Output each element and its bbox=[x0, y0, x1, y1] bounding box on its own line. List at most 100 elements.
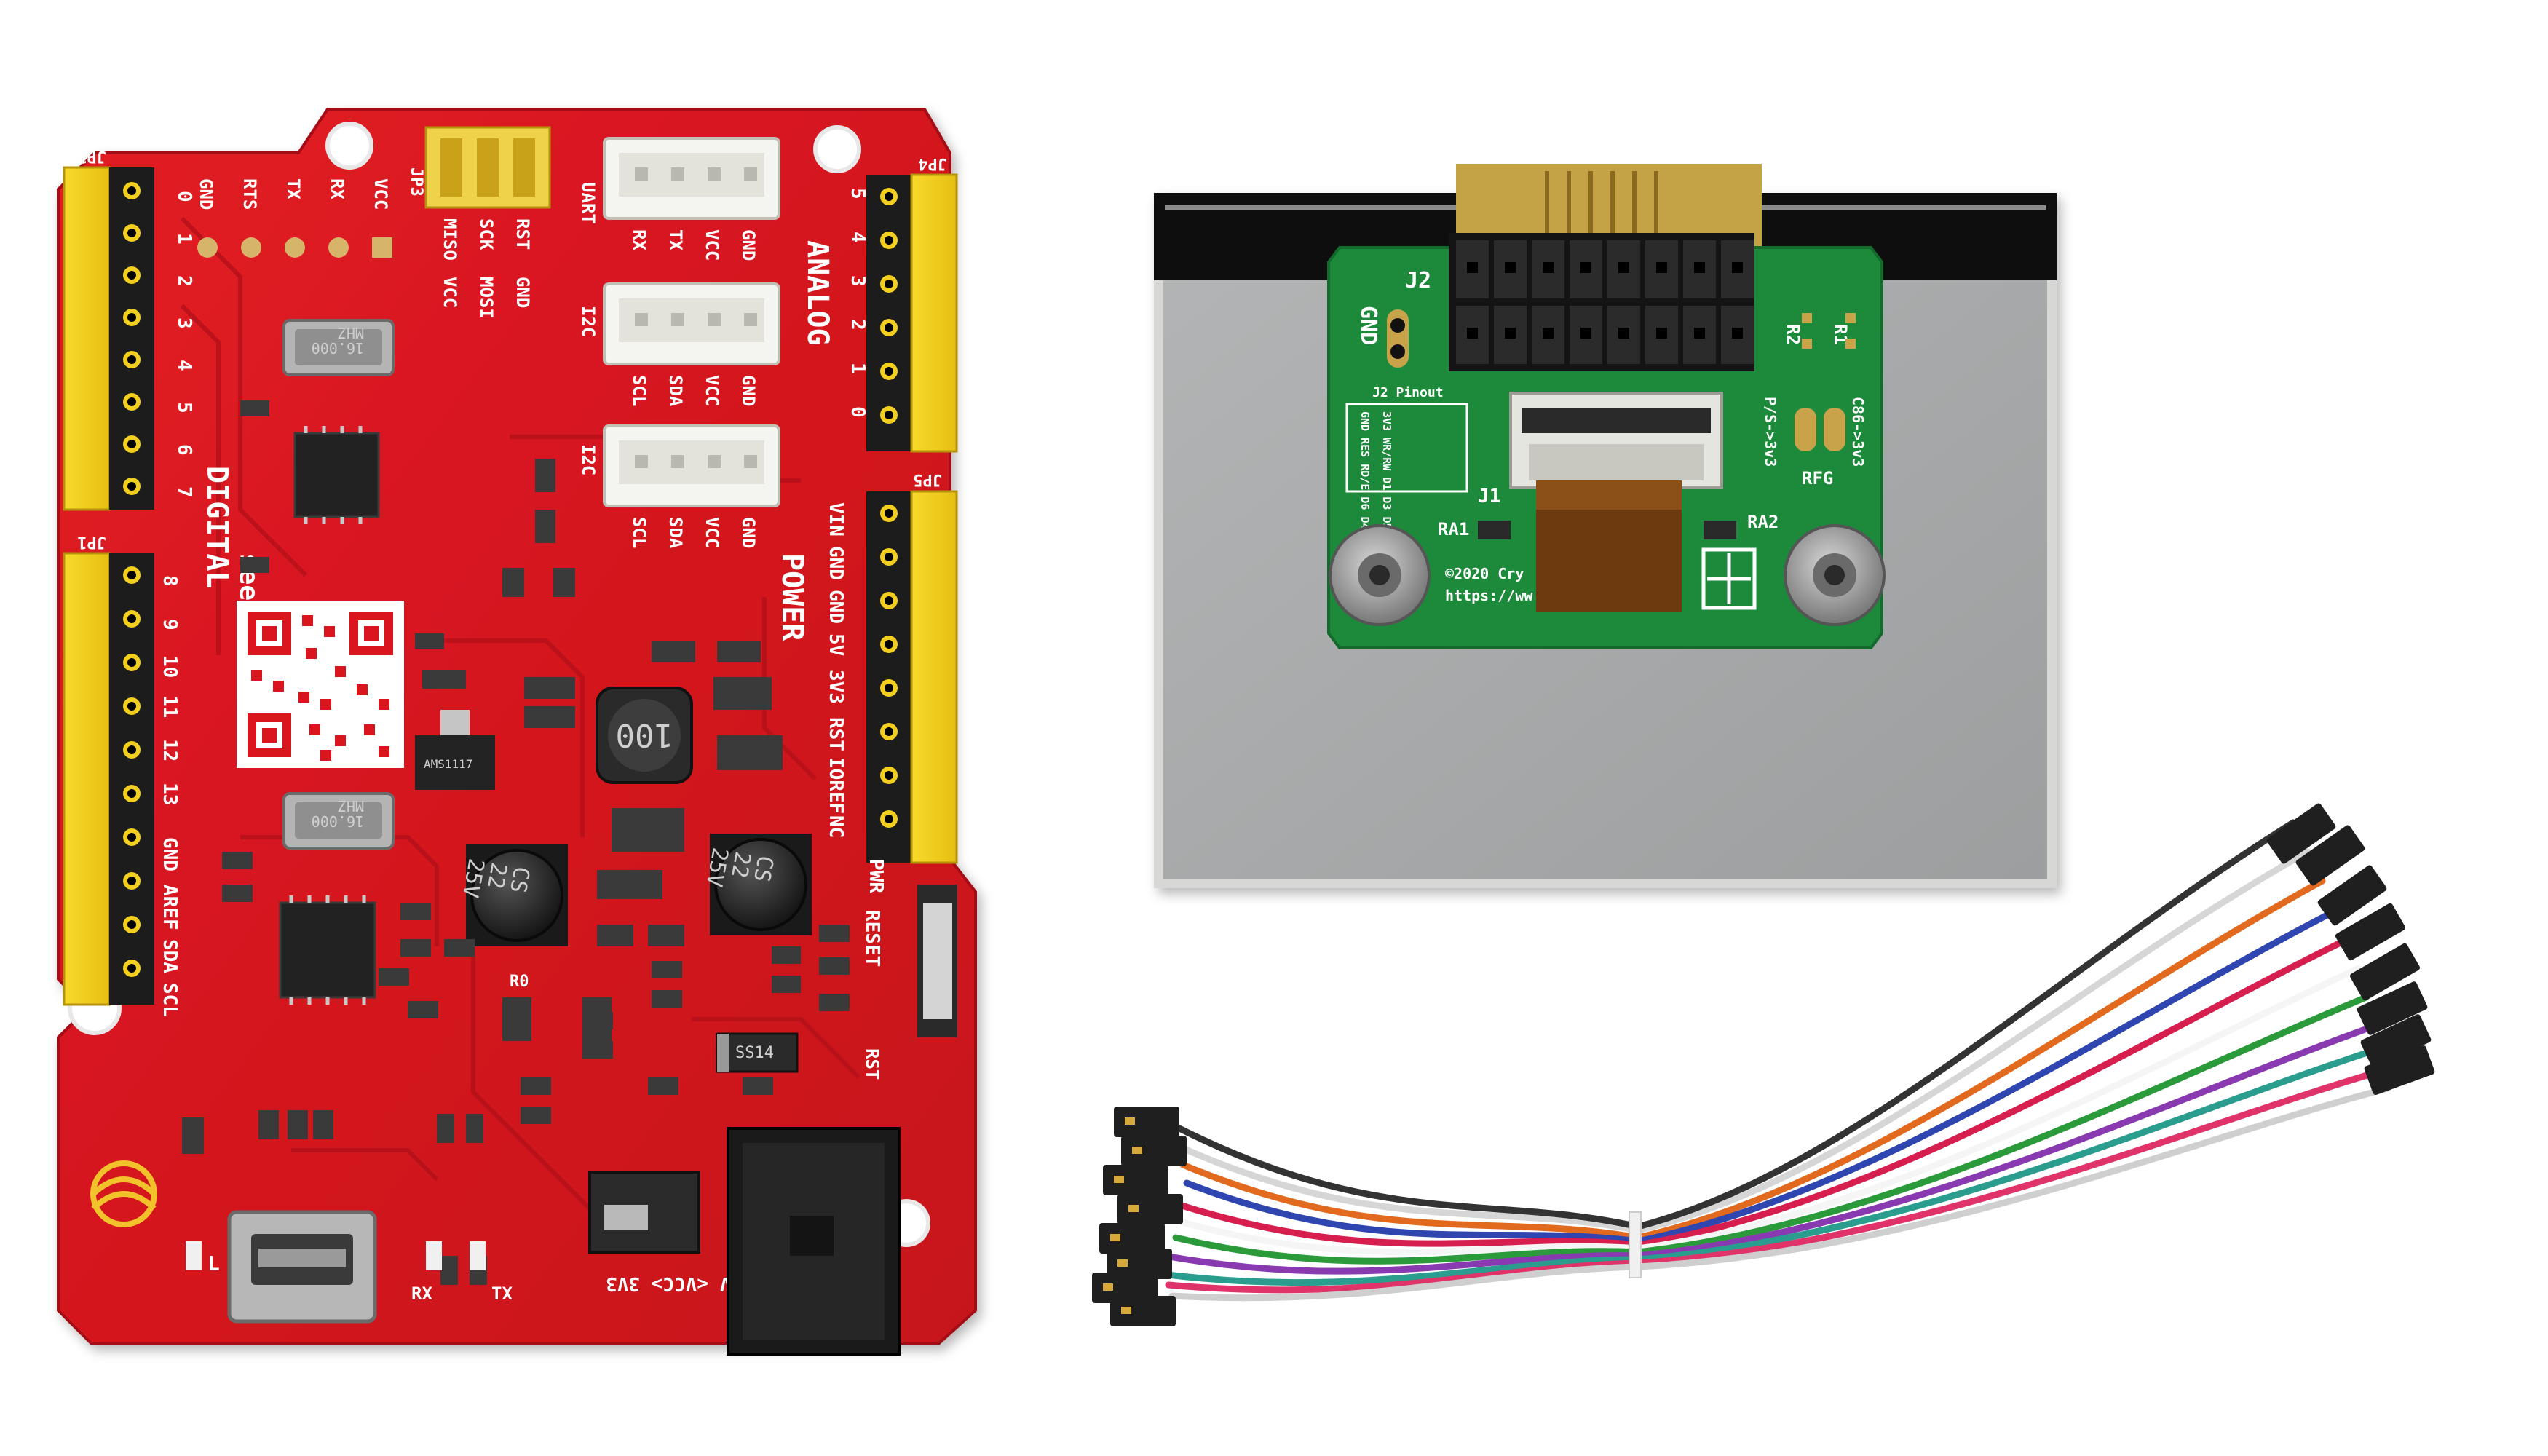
jp1-label: JP1 bbox=[77, 533, 106, 551]
diode-ss14: SS14 bbox=[716, 1032, 799, 1073]
svg-text:9: 9 bbox=[159, 619, 181, 630]
smd-components bbox=[182, 400, 850, 1285]
svg-text:SDA: SDA bbox=[665, 375, 686, 407]
svg-text:VCC: VCC bbox=[702, 375, 722, 406]
svg-text:NC: NC bbox=[825, 815, 847, 838]
voltage-regulator: AMS1117 bbox=[415, 710, 495, 790]
jumper-connectors-left bbox=[1092, 1107, 1187, 1326]
svg-text:2: 2 bbox=[173, 275, 195, 287]
serial-pads bbox=[197, 237, 392, 258]
r-pads bbox=[1802, 313, 1856, 349]
svg-text:GND: GND bbox=[513, 277, 533, 308]
svg-text:RST: RST bbox=[513, 218, 533, 250]
svg-text:SS14: SS14 bbox=[735, 1044, 774, 1062]
svg-text:GND: GND bbox=[825, 546, 847, 580]
svg-text:TX: TX bbox=[665, 229, 686, 250]
i2c-pin-labels-2: SCL SDA VCC GND bbox=[629, 517, 759, 549]
pinout-label: J2 Pinout bbox=[1372, 385, 1444, 400]
svg-text:8: 8 bbox=[159, 575, 181, 587]
svg-text:SDA: SDA bbox=[159, 939, 181, 973]
dc-power-jack bbox=[727, 1127, 901, 1356]
svg-text:1: 1 bbox=[847, 363, 869, 374]
svg-text:10: 10 bbox=[159, 655, 181, 678]
uart-label: UART bbox=[578, 182, 598, 224]
svg-text:VIN: VIN bbox=[825, 502, 847, 537]
svg-text:VCC: VCC bbox=[440, 277, 460, 308]
ra1-label: RA1 bbox=[1438, 519, 1469, 539]
capacitor-1: CS2225V bbox=[457, 844, 568, 946]
svg-text:GND RES RD/E D6 D4: GND RES RD/E D6 D4 bbox=[1358, 411, 1372, 530]
svg-text:5V: 5V bbox=[825, 633, 847, 656]
svg-text:GND: GND bbox=[738, 375, 759, 406]
capacitor-2: CS2225V bbox=[701, 834, 812, 935]
reset-label: RESET bbox=[861, 910, 883, 967]
gnd-pad bbox=[1387, 309, 1409, 368]
qr-code bbox=[237, 601, 404, 768]
svg-text:GND: GND bbox=[159, 837, 181, 871]
svg-text:SCL: SCL bbox=[629, 375, 649, 406]
rfg-label: RFG bbox=[1802, 468, 1833, 488]
voltage-select-switch bbox=[588, 1171, 700, 1254]
svg-text:16.000MHZ: 16.000MHZ bbox=[312, 797, 364, 830]
lcd-mount-right bbox=[1784, 524, 1886, 626]
reset-switch bbox=[917, 885, 957, 1037]
svg-text:3V3: 3V3 bbox=[825, 670, 847, 704]
jumper-wire-bundle bbox=[1158, 819, 2391, 1302]
j2-pin-header bbox=[1449, 233, 1754, 371]
svg-text:VCC: VCC bbox=[371, 178, 391, 210]
jp4-label: JP4 bbox=[918, 154, 947, 173]
pinout-box: GND RES RD/E D6 D4 3V3 WR/RW D1 D3 D5 bbox=[1345, 403, 1468, 530]
micro-usb-port bbox=[227, 1210, 377, 1324]
jp5-label: JP5 bbox=[913, 470, 942, 488]
voltage-switch-label: 5V <VCC> 3V3 bbox=[606, 1273, 743, 1294]
grove-i2c-connector-1 bbox=[603, 282, 780, 365]
ra-chips bbox=[1478, 521, 1736, 539]
svg-text:4: 4 bbox=[847, 232, 869, 243]
crystal-2: 16.000MHZ bbox=[282, 792, 395, 850]
grove-i2c-connector-2 bbox=[603, 424, 780, 507]
svg-text:3: 3 bbox=[847, 275, 869, 287]
jp2-label: JP2 bbox=[77, 147, 106, 165]
r2-label: R2 bbox=[1783, 324, 1803, 345]
led-label-l: L bbox=[207, 1251, 220, 1275]
jp3-label: JP3 bbox=[407, 167, 425, 197]
svg-text:VCC: VCC bbox=[702, 517, 722, 548]
led-label-rx: RX bbox=[411, 1283, 432, 1304]
j1-flex-ribbon bbox=[1536, 480, 1682, 612]
analog-label: ANALOG bbox=[801, 240, 834, 346]
svg-text:SCL: SCL bbox=[159, 983, 181, 1017]
svg-text:MOSI: MOSI bbox=[476, 277, 496, 319]
svg-text:6: 6 bbox=[173, 444, 195, 456]
lcd-mount-left bbox=[1329, 524, 1431, 626]
svg-text:16.000MHZ: 16.000MHZ bbox=[312, 324, 364, 357]
rst-label: RST bbox=[862, 1048, 882, 1080]
uart-pin-labels: RX TX VCC GND bbox=[629, 229, 759, 261]
svg-text:IOREF: IOREF bbox=[825, 757, 847, 814]
svg-text:0: 0 bbox=[847, 406, 869, 418]
j1-label: J1 bbox=[1478, 486, 1500, 507]
led-label-tx: TX bbox=[491, 1283, 513, 1304]
svg-text:7: 7 bbox=[173, 486, 195, 498]
solder-jumpers bbox=[1795, 408, 1845, 451]
ra2-label: RA2 bbox=[1747, 512, 1779, 532]
svg-text:0: 0 bbox=[173, 191, 195, 202]
svg-text:AMS1117: AMS1117 bbox=[424, 757, 472, 771]
power-pin-labels: VIN GND GND 5V 3V3 RST IOREF NC bbox=[825, 502, 847, 838]
jumper-connectors-right bbox=[2266, 803, 2435, 1095]
status-leds bbox=[186, 1241, 486, 1270]
grove-uart-connector bbox=[603, 137, 780, 220]
svg-text:CS2225V: CS2225V bbox=[701, 846, 778, 897]
svg-text:5: 5 bbox=[847, 188, 869, 199]
svg-text:3V3 WR/RW D1 D3 D5: 3V3 WR/RW D1 D3 D5 bbox=[1380, 411, 1393, 530]
analog-header-jp4 bbox=[866, 173, 958, 453]
serial-pin-labels: GND RTS TX RX VCC bbox=[196, 178, 391, 210]
svg-text:CS2225V: CS2225V bbox=[457, 857, 534, 908]
svg-text:AREF: AREF bbox=[159, 885, 181, 930]
c86-label: C86->3v3 bbox=[1849, 397, 1867, 467]
svg-text:RST: RST bbox=[825, 717, 847, 751]
svg-text:GND: GND bbox=[738, 517, 759, 548]
svg-text:4: 4 bbox=[173, 360, 195, 371]
svg-text:1: 1 bbox=[173, 233, 195, 245]
svg-text:GND: GND bbox=[738, 229, 759, 261]
